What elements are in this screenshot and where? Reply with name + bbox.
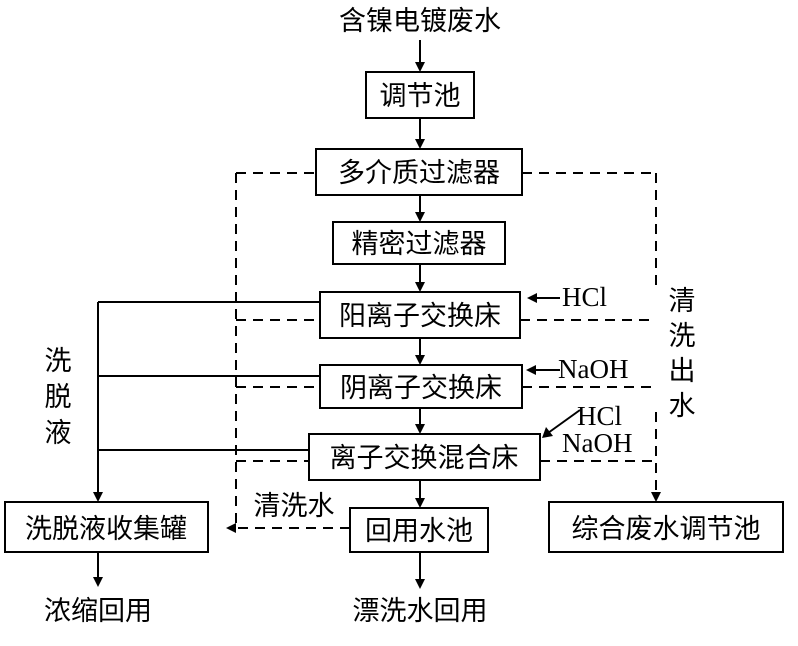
multimedia-filter-label: 多介质过滤器 — [338, 158, 500, 189]
waste-tank-label: 综合废水调节池 — [572, 514, 761, 545]
arrow-to-eluate-tank — [93, 492, 103, 502]
arrow-to-concentrate — [93, 577, 103, 587]
regulating-tank-box — [365, 71, 475, 119]
rinse-out-char-2: 洗 — [669, 321, 696, 352]
diagram-text: 含镍电镀废水 调节池 多介质过滤器 精密过滤器 阳离子交换床 阴离子交换床 离子… — [25, 6, 761, 627]
eluate-tank-box — [4, 501, 209, 553]
hcl-mixed-label: HCl — [577, 401, 622, 431]
source-label: 含镍电镀废水 — [339, 6, 501, 37]
eluate-tank-label: 洗脱液收集罐 — [25, 514, 187, 545]
arrow-to-anion — [415, 355, 425, 365]
cation-bed-label: 阳离子交换床 — [339, 301, 501, 332]
rinse-out-vertical-label: 清 洗 出 水 — [669, 286, 696, 422]
arrow-naoh — [526, 365, 536, 375]
eluate-char-3: 液 — [45, 418, 72, 449]
precision-filter-box — [332, 221, 506, 265]
concentrate-output-label: 浓缩回用 — [44, 596, 152, 627]
line-mixed-feed — [547, 409, 581, 434]
eluate-char-2: 脱 — [45, 382, 72, 413]
hcl-cation-label: HCl — [562, 282, 607, 312]
naoh-anion-label: NaOH — [558, 354, 628, 384]
anion-bed-label: 阴离子交换床 — [340, 373, 502, 404]
multimedia-filter-box — [315, 148, 523, 196]
arrow-to-precision — [415, 212, 425, 222]
anion-bed-box — [319, 364, 523, 409]
arrow-to-reuse — [415, 498, 425, 508]
arrow-to-rinse-reuse — [415, 579, 425, 589]
eluate-char-1: 洗 — [45, 346, 72, 377]
process-boxes — [4, 71, 784, 553]
arrow-to-waste-tank — [651, 492, 661, 502]
arrowheads — [93, 62, 661, 589]
cation-bed-box — [319, 291, 521, 339]
arrow-to-multimedia — [415, 139, 425, 149]
rinse-out-char-4: 水 — [669, 391, 696, 422]
rinse-out-char-3: 出 — [669, 356, 696, 387]
arrow-mixed-chemicals — [542, 427, 553, 438]
rinse-water-label: 清洗水 — [254, 491, 335, 522]
arrow-to-cation — [415, 282, 425, 292]
waste-tank-box — [548, 501, 784, 553]
arrow-hcl — [527, 293, 537, 303]
mixed-bed-box — [308, 433, 541, 481]
mixed-bed-label: 离子交换混合床 — [330, 443, 519, 474]
rinse-reuse-output-label: 漂洗水回用 — [353, 596, 488, 627]
eluate-vertical-label: 洗 脱 液 — [45, 346, 72, 449]
precision-filter-label: 精密过滤器 — [352, 229, 487, 260]
rinse-lines — [232, 172, 657, 529]
arrow-to-mixed — [415, 424, 425, 434]
main-flow-lines — [97, 40, 581, 585]
regulating-tank-label: 调节池 — [380, 81, 461, 112]
reuse-tank-box — [349, 507, 489, 553]
reuse-tank-label: 回用水池 — [365, 516, 473, 547]
rinse-out-char-1: 清 — [669, 286, 696, 317]
arrow-rinse-water — [226, 523, 236, 533]
naoh-mixed-label: NaOH — [562, 428, 632, 458]
arrow-to-regulating — [415, 62, 425, 72]
